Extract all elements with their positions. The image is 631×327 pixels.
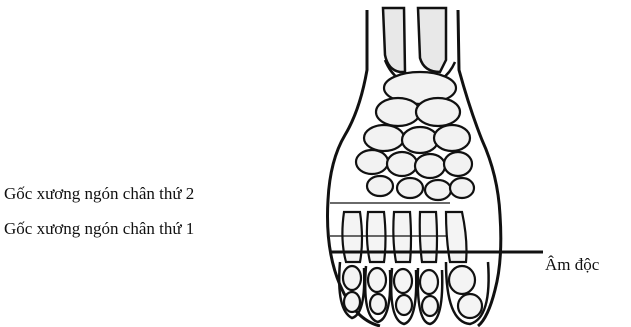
label-acupoint: Âm độc [545, 256, 599, 273]
metatarsal-bones [342, 212, 466, 262]
label-metatarsal-1: Gốc xương ngón chân thứ 1 [4, 220, 194, 237]
tarsal-bones [356, 72, 474, 200]
label-metatarsal-2: Gốc xương ngón chân thứ 2 [4, 185, 194, 202]
